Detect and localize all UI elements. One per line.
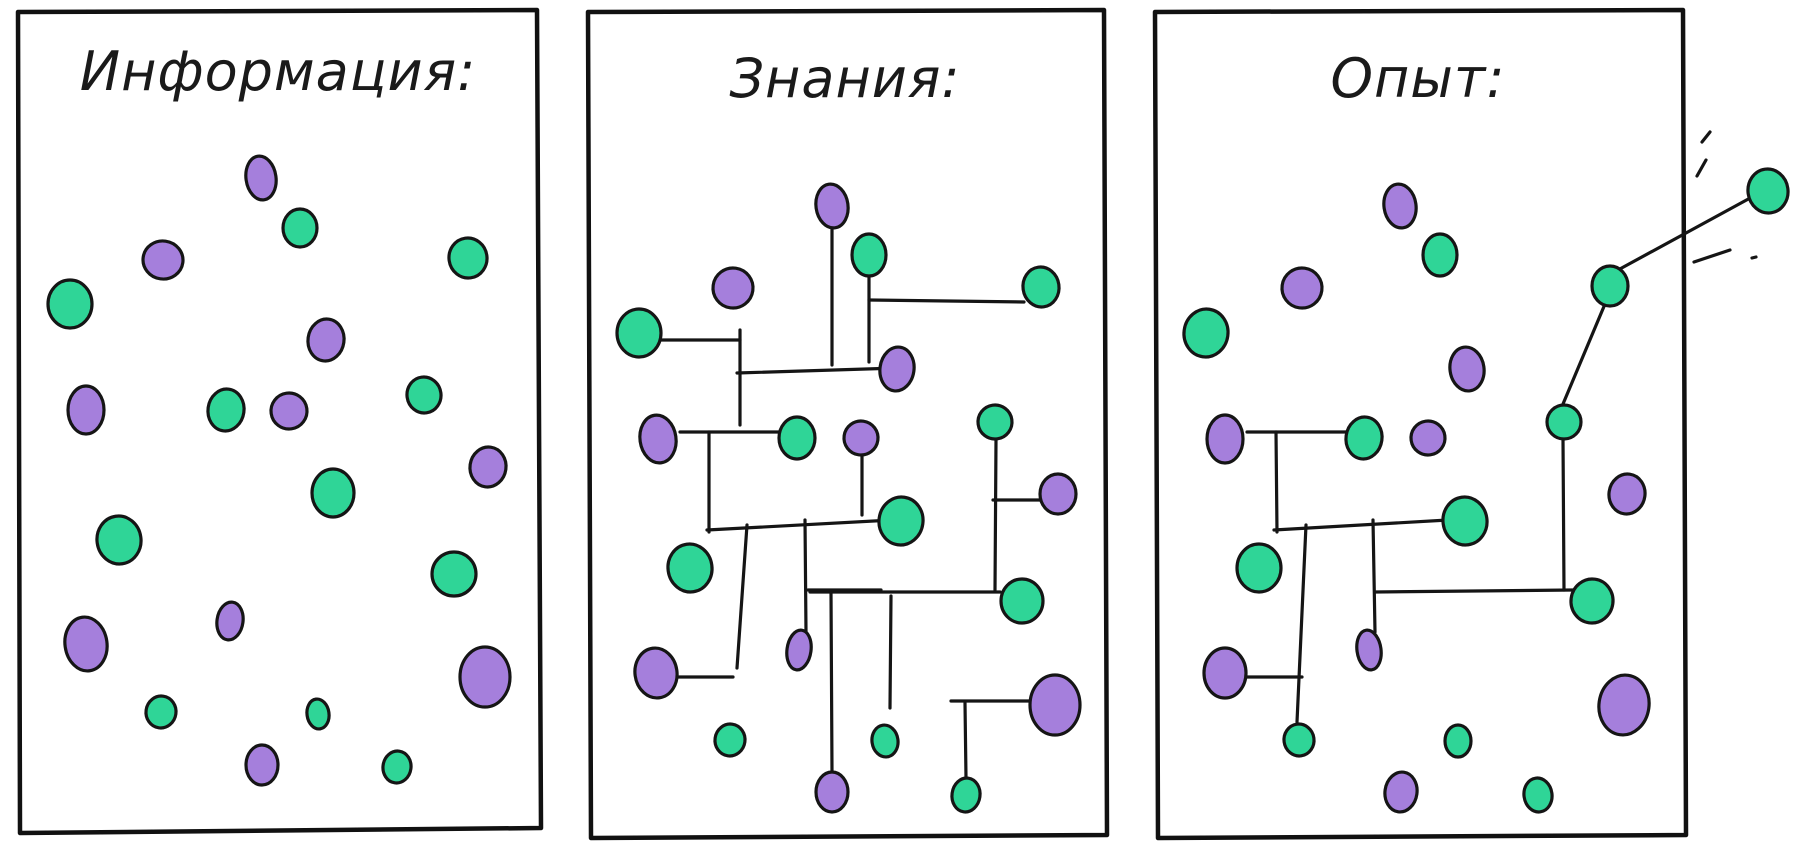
spark-mark-lower [1694, 250, 1730, 262]
information-green-node-5 [48, 280, 92, 328]
knowledge-green-node-14 [1001, 579, 1043, 623]
information-purple-node-20 [246, 745, 278, 785]
experience-link-7 [1375, 590, 1573, 592]
experience-green-node-5 [1592, 266, 1628, 306]
experience-purple-node-8 [1207, 415, 1243, 463]
experience-link-6 [1373, 520, 1375, 632]
information-purple-node-17 [460, 647, 510, 707]
knowledge-green-node-8 [779, 417, 815, 459]
experience-purple-node-17 [1204, 648, 1246, 698]
knowledge-link-17 [831, 592, 832, 772]
experience-green-node-14 [1237, 544, 1281, 592]
knowledge-green-node-5 [617, 309, 661, 357]
knowledge-purple-node-11 [1040, 474, 1076, 514]
knowledge-link-21 [965, 703, 966, 778]
knowledge-purple-node-20 [816, 772, 848, 812]
knowledge-link-13 [805, 520, 806, 632]
knowledge-link-14 [995, 440, 996, 590]
knowledge-purple-node-17 [1030, 675, 1080, 735]
experience-green-node-4 [1745, 166, 1791, 215]
experience-green-node-2 [1423, 234, 1457, 276]
experience-link-8 [1563, 439, 1564, 590]
spark-mark-middle [1697, 160, 1706, 176]
information-purple-node-8 [68, 386, 104, 434]
knowledge-green-node-2 [852, 234, 886, 276]
panel-knowledge-title: Знания: [729, 47, 960, 110]
experience-green-node-11 [1547, 405, 1581, 439]
spark-mark-upper [1702, 132, 1710, 142]
panel-information: Информация: [18, 10, 541, 833]
experience-green-node-20 [1445, 725, 1471, 757]
panel-knowledge: Знания: [588, 10, 1107, 838]
experience-link-2 [1276, 432, 1277, 532]
knowledge-link-6 [869, 300, 1024, 302]
panel-experience: Опыт: [1155, 10, 1791, 838]
information-green-node-11 [312, 469, 354, 517]
information-green-node-14 [432, 552, 476, 596]
panel-information-title: Информация: [80, 40, 477, 103]
breakout-spark-marks [1694, 132, 1756, 262]
knowledge-link-19 [890, 596, 891, 708]
spark-mark-dot [1752, 257, 1756, 258]
panel-experience-title: Опыт: [1330, 47, 1505, 110]
information-green-node-2 [283, 209, 317, 247]
